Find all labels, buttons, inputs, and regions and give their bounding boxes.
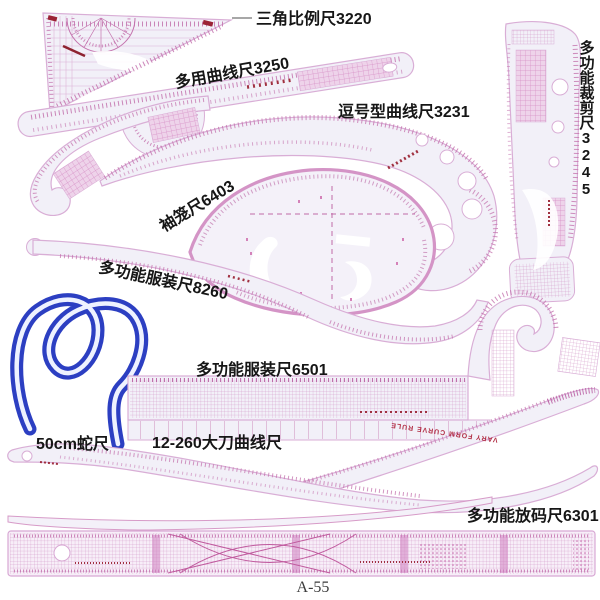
triangle-curve-cutout bbox=[78, 81, 156, 106]
thin-curve-strip bbox=[7, 496, 493, 531]
grid-patch bbox=[147, 106, 201, 144]
ruler-hole bbox=[551, 120, 565, 134]
big-knife-curve-ruler bbox=[7, 443, 599, 514]
glyph-cutout bbox=[340, 261, 372, 301]
tick-comb bbox=[567, 44, 580, 241]
curve-body bbox=[32, 239, 489, 345]
tick-comb bbox=[69, 446, 421, 498]
dot-patch bbox=[420, 543, 468, 569]
diagonal-guides bbox=[167, 533, 357, 574]
tick-comb bbox=[477, 289, 559, 331]
grid-patch bbox=[491, 329, 515, 397]
label-comma-curve-ruler: 逗号型曲线尺3231 bbox=[338, 102, 470, 121]
cell-scale-fill bbox=[130, 421, 488, 439]
dense-bands bbox=[152, 535, 508, 573]
red-mark-cluster bbox=[39, 461, 59, 465]
red-diagonal-mark bbox=[62, 44, 86, 58]
tick-comb bbox=[198, 174, 426, 246]
ruler-hole bbox=[439, 149, 455, 165]
grid-patch bbox=[511, 29, 555, 45]
garment-ruler-6501 bbox=[127, 289, 600, 441]
ruler-hole bbox=[382, 62, 398, 73]
tick-comb bbox=[131, 110, 198, 149]
label-triangle-scale-ruler: 三角比例尺3220 bbox=[256, 9, 372, 28]
red-corner-mark bbox=[47, 15, 58, 22]
hook-end bbox=[467, 295, 555, 381]
ruler-fragment bbox=[557, 337, 600, 377]
label-multi-cutting-ruler: 多功能裁剪尺3245 bbox=[578, 39, 595, 198]
snake-stripe bbox=[14, 297, 144, 447]
tick-comb bbox=[59, 254, 311, 320]
french-curve-hook bbox=[29, 95, 211, 216]
glyph-cutout bbox=[335, 234, 371, 247]
tick-comb bbox=[103, 115, 490, 182]
snake-ruler-50cm bbox=[10, 293, 149, 451]
ruler-hole bbox=[548, 156, 560, 168]
dot-patch bbox=[573, 538, 589, 572]
fan-tick-comb bbox=[546, 387, 596, 405]
grid-patch bbox=[52, 150, 106, 200]
photo-caption: A-55 bbox=[297, 579, 330, 596]
strip-body bbox=[7, 496, 493, 531]
multi-cutting-ruler-3245 bbox=[504, 21, 582, 304]
triangle-curve-cutout bbox=[92, 50, 162, 72]
label-big-knife-curve-ruler: 12-260大刀曲线尺 bbox=[152, 433, 282, 452]
label-grading-ruler: 多功能放码尺6301 bbox=[467, 506, 599, 525]
label-snake-ruler: 50cm蛇尺 bbox=[36, 434, 109, 453]
tick-comb bbox=[30, 55, 403, 120]
ruler-hole bbox=[551, 78, 569, 96]
label-garment-ruler-6501: 多功能服装尺6501 bbox=[196, 360, 328, 379]
garment-ruler-8260 bbox=[26, 238, 489, 345]
red-mark-cluster bbox=[387, 148, 421, 170]
red-mark-cluster bbox=[227, 274, 253, 284]
red-mark-cluster bbox=[246, 78, 291, 89]
triangle-scale-ruler-3220 bbox=[42, 12, 234, 114]
ruler-hole bbox=[461, 198, 483, 220]
grid-patch bbox=[514, 261, 571, 300]
ruler-hole bbox=[21, 450, 33, 462]
blade-body bbox=[7, 443, 599, 514]
grading-ruler-6301 bbox=[7, 530, 596, 577]
ruler-hole bbox=[415, 133, 429, 147]
grid-fill bbox=[10, 533, 593, 574]
ruler-hole bbox=[457, 171, 477, 191]
tick-comb bbox=[304, 397, 553, 484]
red-corner-mark bbox=[202, 19, 214, 27]
tick-comb bbox=[235, 239, 428, 311]
grid-patch bbox=[515, 49, 547, 123]
ruler-hole bbox=[53, 544, 71, 562]
